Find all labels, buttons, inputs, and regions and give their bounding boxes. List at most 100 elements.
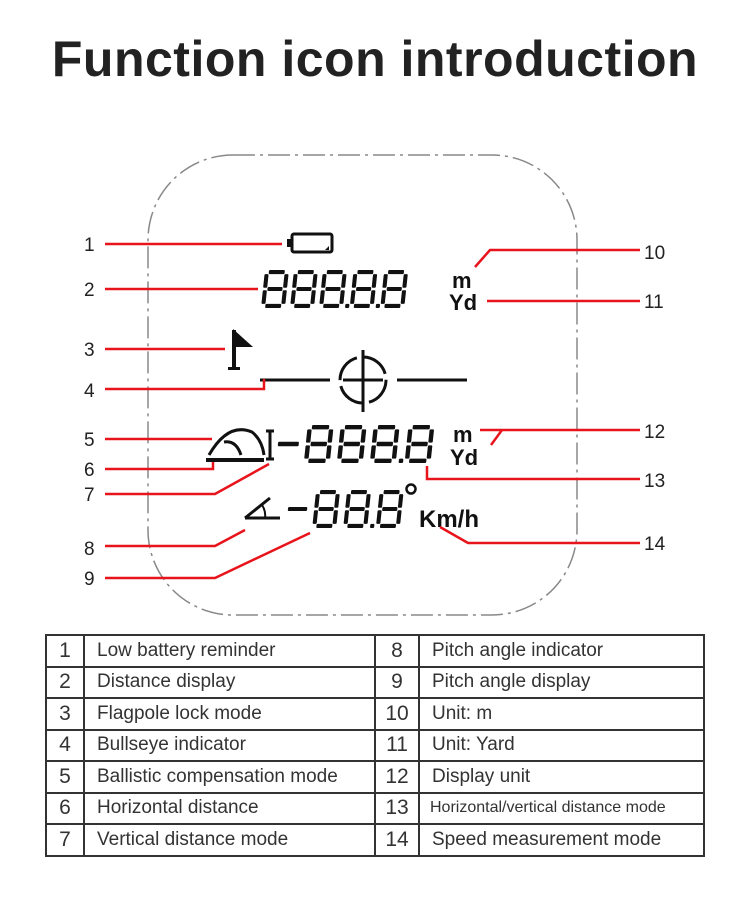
segment — [308, 458, 326, 463]
segment — [347, 523, 364, 528]
segment — [358, 445, 365, 459]
legend-number: 2 — [45, 665, 85, 699]
legend-number: 10 — [374, 697, 420, 731]
segment — [387, 270, 405, 275]
segment — [311, 425, 330, 430]
legend-description: Low battery reminder — [83, 634, 376, 668]
segment — [267, 286, 283, 292]
vertical-distance-icon — [266, 429, 274, 461]
segment — [314, 494, 320, 508]
lcd-outline — [147, 154, 578, 616]
segment — [428, 429, 434, 443]
segment — [318, 506, 334, 512]
segment — [319, 490, 336, 495]
legend-description: Vertical distance mode — [83, 823, 376, 857]
segment — [383, 490, 400, 495]
segment — [397, 494, 404, 508]
segment — [380, 290, 387, 304]
segment — [263, 274, 269, 288]
callout-14: 14 — [644, 534, 666, 555]
legend-description: Unit: m — [418, 697, 705, 731]
callout-12: 12 — [644, 422, 665, 443]
flag-icon — [228, 329, 253, 370]
segment — [305, 429, 312, 443]
segment — [337, 445, 343, 459]
segment — [265, 303, 282, 309]
segment — [343, 441, 361, 447]
legend-description: Horizontal distance — [83, 791, 376, 825]
segment — [310, 290, 316, 304]
segment — [386, 286, 402, 292]
segment — [349, 506, 365, 512]
segment — [353, 303, 370, 309]
segment — [292, 274, 298, 288]
unit-m-top: m — [452, 268, 472, 293]
callout-numbers: 1 2 3 4 5 6 7 8 9 10 11 12 13 14 — [84, 235, 666, 590]
segment — [370, 290, 376, 304]
segment — [384, 303, 401, 309]
segment — [304, 445, 310, 459]
segment — [382, 274, 388, 288]
callout-9: 9 — [84, 569, 95, 590]
segment-dot — [375, 303, 381, 309]
degree-icon — [405, 483, 417, 495]
legend-description: Speed measurement mode — [418, 823, 705, 857]
segment-minus — [287, 506, 308, 512]
segment — [325, 286, 341, 292]
segment — [350, 290, 356, 304]
segment — [406, 429, 413, 443]
legend-description: Horizontal/vertical distance mode — [418, 791, 705, 825]
legend-number: 1 — [45, 634, 85, 668]
segment — [378, 494, 384, 508]
segment-dot — [398, 458, 404, 463]
callout-6: 6 — [84, 460, 95, 481]
legend-number: 6 — [45, 791, 85, 825]
callout-lines — [105, 242, 640, 580]
unit-yd-top: Yd — [449, 290, 477, 315]
callout-7: 7 — [84, 485, 95, 506]
legend-number: 14 — [374, 823, 420, 857]
lcd-diagram: m Yd m Yd Km/h — [84, 154, 666, 616]
segment — [351, 274, 358, 288]
segment — [296, 286, 312, 292]
segment — [332, 510, 338, 524]
segment — [326, 270, 343, 275]
segment — [261, 290, 267, 304]
segment — [411, 441, 428, 447]
segment — [391, 445, 398, 459]
segment — [426, 445, 433, 459]
legend-description: Ballistic compensation mode — [83, 760, 376, 794]
legend-number: 9 — [374, 665, 420, 699]
speed-unit: Km/h — [419, 506, 479, 533]
segment — [377, 425, 396, 430]
segment — [341, 274, 347, 288]
segment — [355, 286, 372, 292]
segment — [379, 523, 397, 528]
pitch-angle-display — [287, 490, 404, 528]
callout-5: 5 — [84, 430, 95, 451]
legend-number: 12 — [374, 760, 420, 794]
hv-distance-display — [277, 425, 434, 463]
segment — [319, 290, 325, 304]
segment — [393, 429, 400, 443]
bullseye-icon — [260, 350, 467, 412]
segment — [376, 510, 382, 524]
legend-number: 11 — [374, 728, 420, 762]
segment — [339, 290, 345, 304]
segment — [341, 458, 359, 463]
segment — [382, 506, 398, 512]
segment — [412, 425, 431, 430]
callout-3: 3 — [84, 340, 95, 361]
legend-description: Unit: Yard — [418, 728, 705, 762]
segment — [409, 458, 427, 463]
distance-display — [261, 270, 408, 309]
unit-m-mid: m — [453, 422, 473, 447]
segment — [290, 290, 296, 304]
segment — [283, 274, 289, 288]
segment — [281, 290, 287, 304]
legend-number: 7 — [45, 823, 85, 857]
callout-11: 11 — [644, 292, 664, 313]
